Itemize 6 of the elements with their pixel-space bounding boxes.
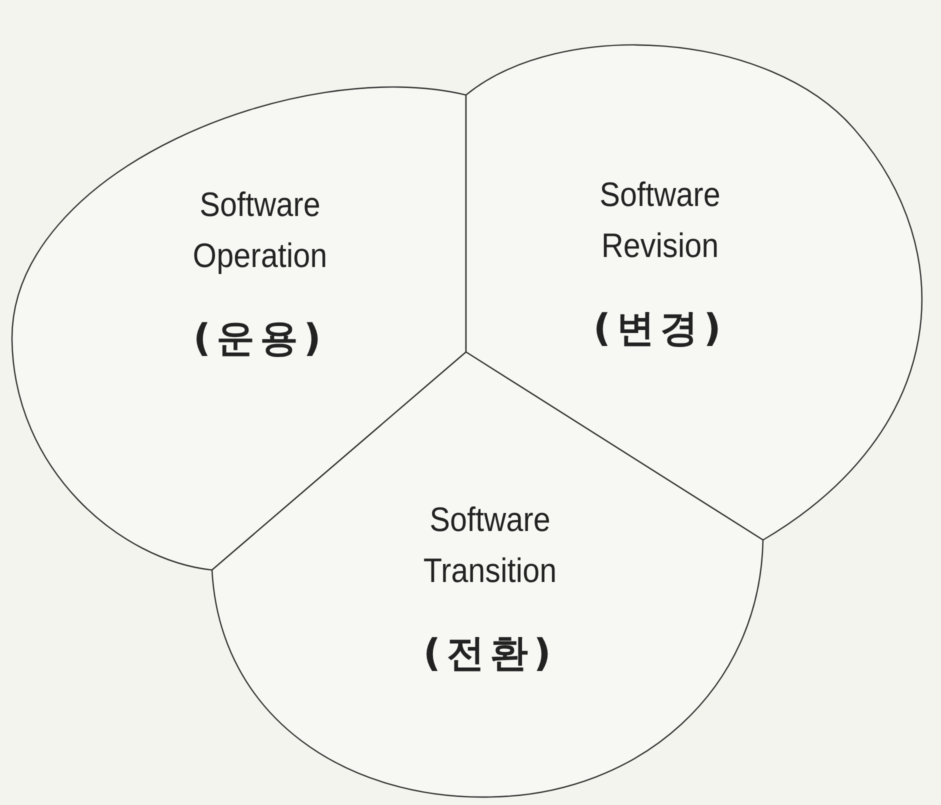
segment-title: Software Operation [192, 185, 328, 277]
segment-label: (운용) [193, 315, 327, 362]
segment-label: (변경) [593, 305, 727, 352]
segment-title: Software Transition [422, 500, 558, 592]
segment-title: Software Revision [598, 175, 722, 267]
segment-label: (전환) [423, 630, 557, 677]
